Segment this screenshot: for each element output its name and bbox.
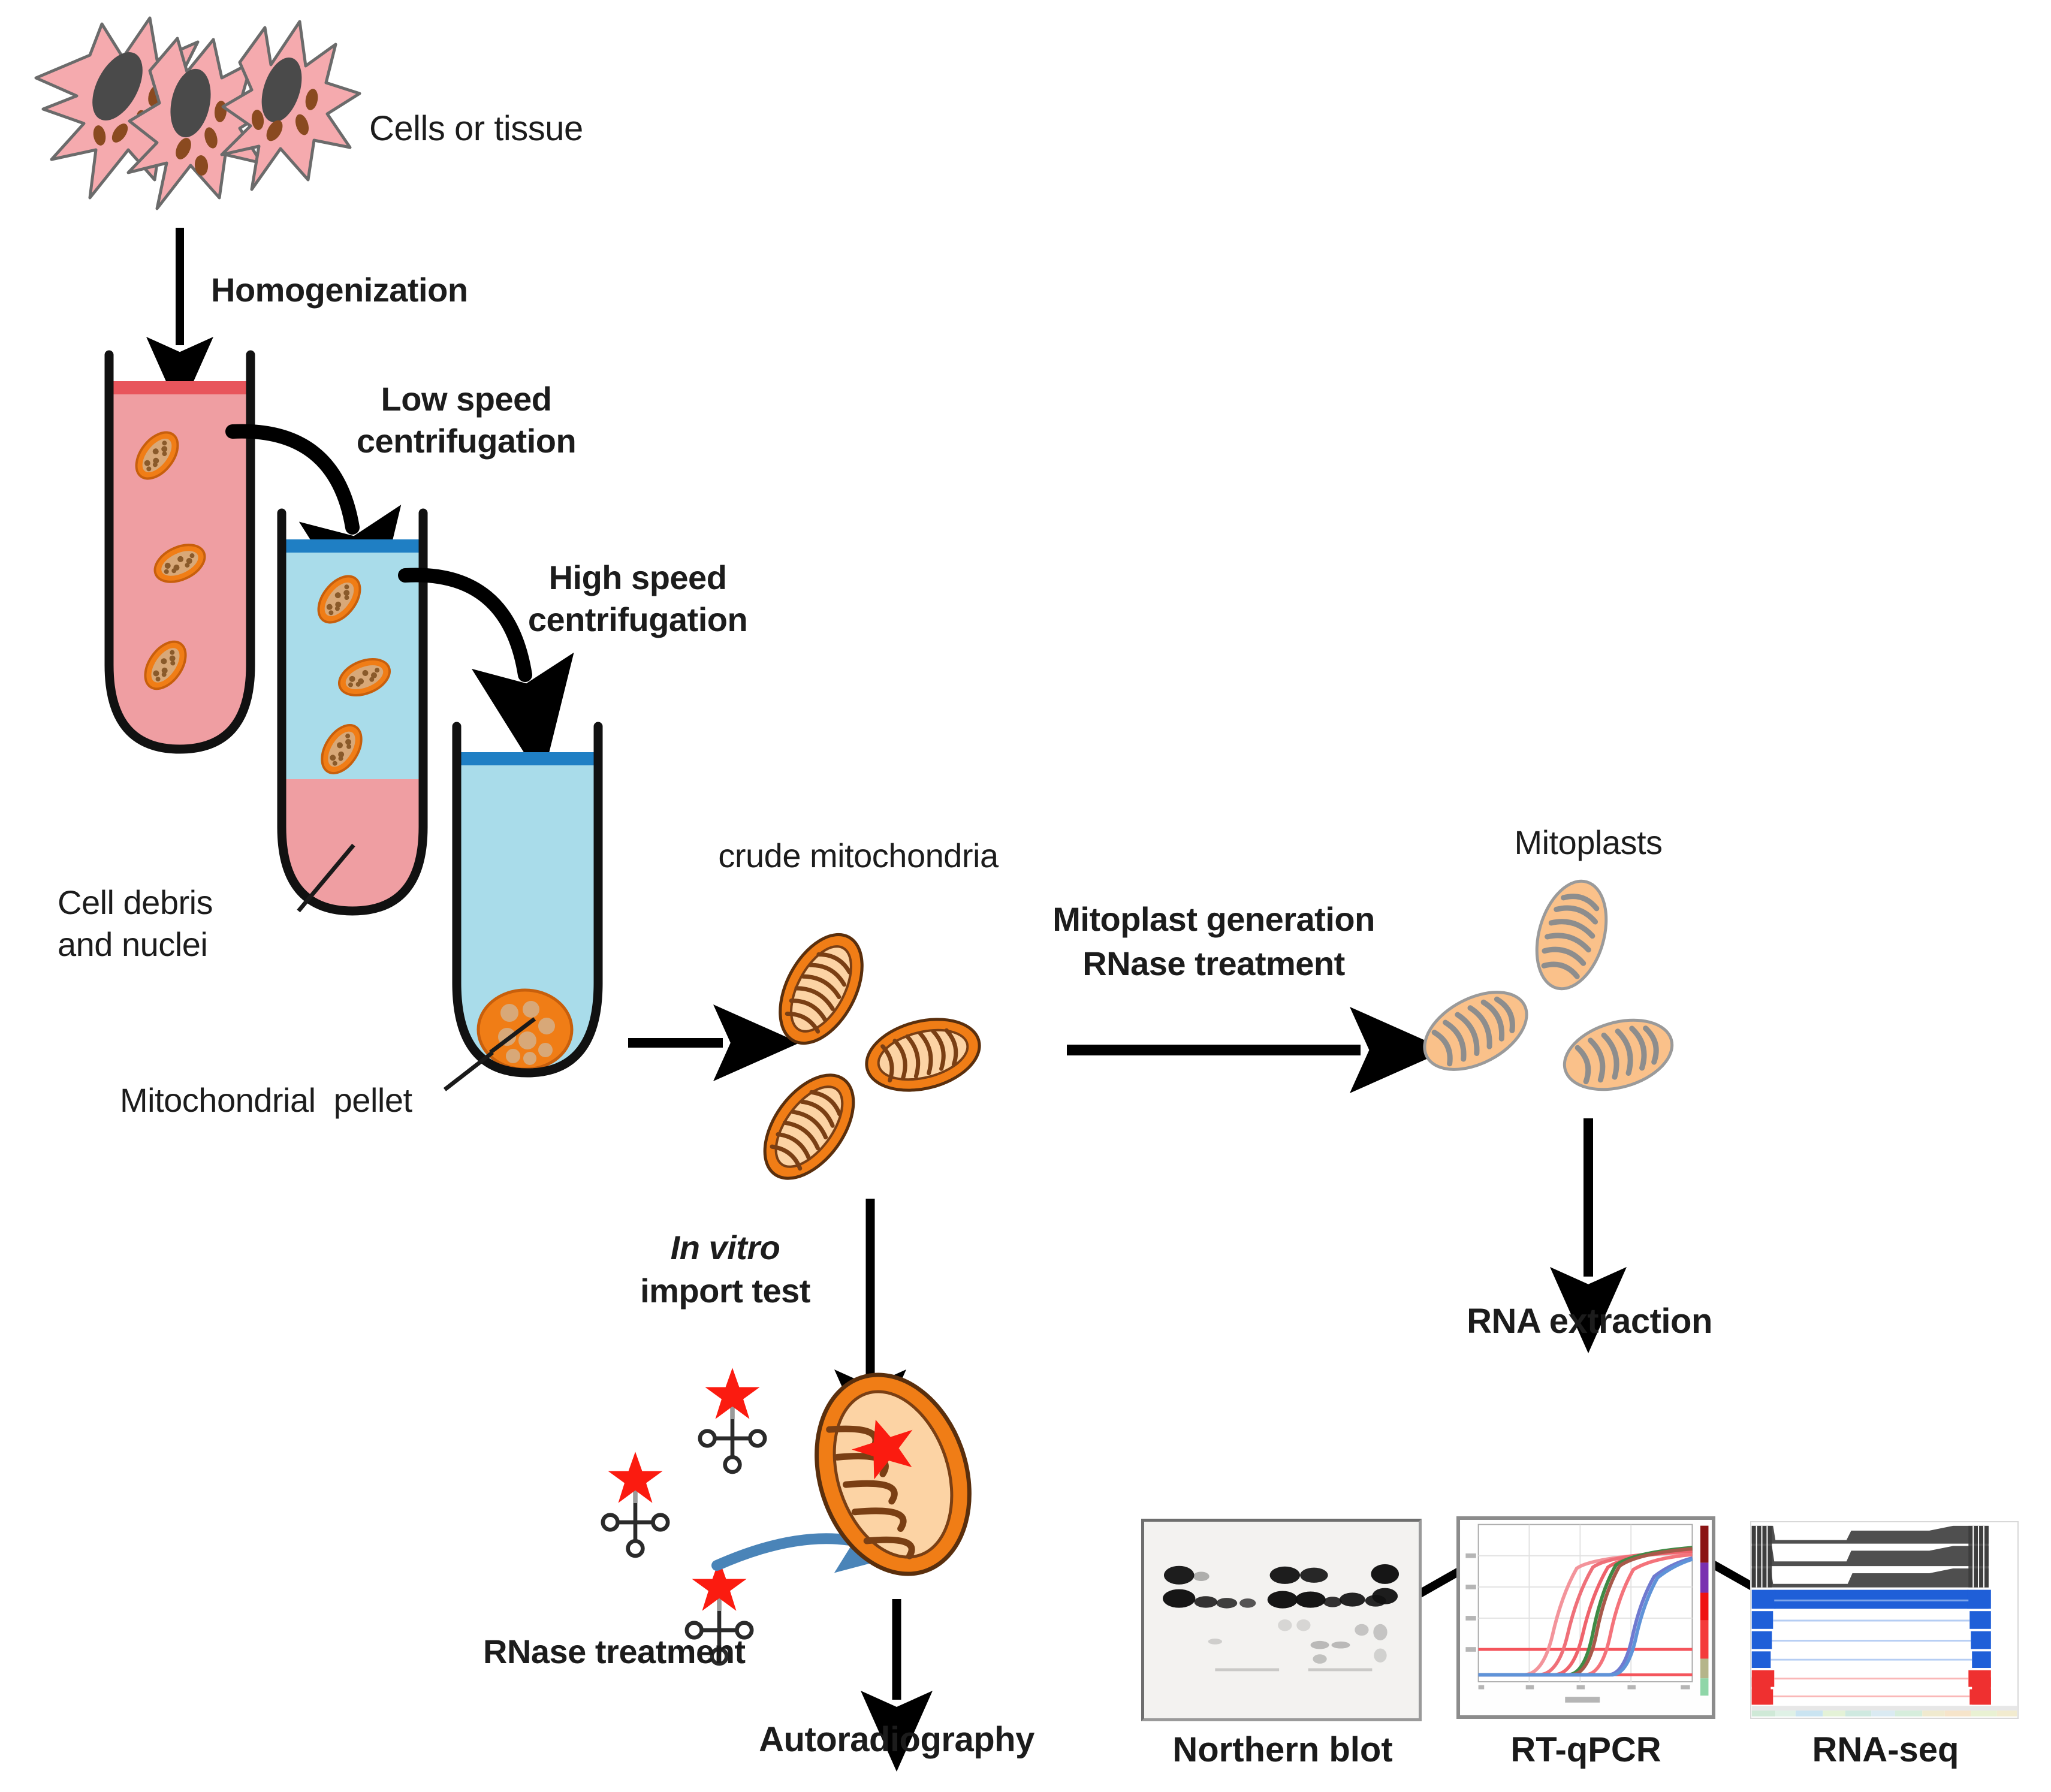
label-import-test: import test — [640, 1272, 810, 1310]
tube-mitochondrial-pellet — [443, 722, 603, 1091]
label-rnase-treatment-top: RNase treatment — [1082, 945, 1345, 982]
caption-northern-blot: Northern blot — [1172, 1730, 1393, 1769]
northern-blot-image — [1145, 1522, 1418, 1718]
label-rna-extraction: RNA extraction — [1467, 1302, 1712, 1341]
label-mitochondrial-pellet: Mitochondrial pellet — [120, 1081, 412, 1119]
label-low-speed-line1: Low speed — [381, 380, 552, 418]
label-mitoplast-generation: Mitoplast generation — [1052, 900, 1375, 938]
label-crude-mitochondria: crude mitochondria — [718, 837, 999, 874]
label-cell-debris-line2: and nuclei — [58, 925, 208, 963]
import-flow-arrow — [711, 1504, 919, 1573]
crude-mitochondria-cluster — [747, 921, 987, 1194]
label-high-speed-line2: centrifugation — [527, 601, 748, 638]
label-rnase-treatment-bottom: RNase treatment — [483, 1633, 746, 1670]
tube-supernatant — [277, 508, 428, 916]
rt-qpcr-panel — [1456, 1516, 1715, 1719]
label-cell-debris-line1: Cell debris — [58, 883, 213, 921]
rna-seq-panel — [1750, 1521, 2019, 1719]
cells-or-tissue-illustration — [34, 16, 361, 210]
arrow-high-speed-centrifugation — [398, 568, 574, 782]
mitoplast-cluster — [1411, 873, 1680, 1102]
northern-blot-panel — [1141, 1519, 1422, 1721]
label-low-speed-line2: centrifugation — [356, 422, 577, 460]
in-vitro-import-assay — [603, 1355, 972, 1664]
caption-rt-qpcr: RT-qPCR — [1510, 1730, 1661, 1769]
label-autoradiography: Autoradiography — [759, 1720, 1034, 1759]
label-high-speed-line1: High speed — [548, 559, 727, 596]
tube-homogenate — [104, 350, 255, 754]
label-homogenization: Homogenization — [211, 271, 468, 309]
caption-rna-seq: RNA-seq — [1812, 1730, 1959, 1769]
arrow-low-speed-centrifugation — [225, 424, 402, 634]
rna-seq-coverage-tracks — [1751, 1522, 2017, 1718]
label-in-vitro: In vitro — [670, 1229, 780, 1266]
label-mitoplasts: Mitoplasts — [1514, 823, 1663, 861]
label-cells-or-tissue: Cells or tissue — [369, 109, 583, 148]
rt-qpcr-chart — [1461, 1520, 1711, 1715]
